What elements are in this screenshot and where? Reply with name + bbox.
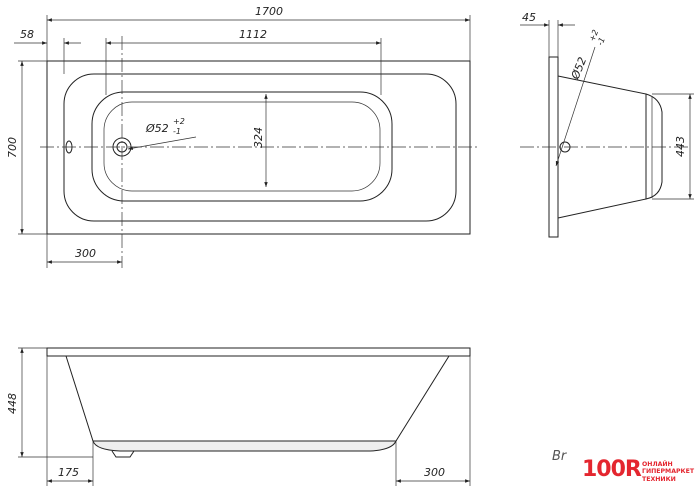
- dim-total-width: 700: [6, 137, 19, 158]
- logo-mark: 100R: [582, 457, 642, 482]
- dim-rim-offset: 58: [20, 28, 34, 41]
- dim-side-depth: 443: [674, 136, 687, 157]
- top-view-floor: [91, 91, 393, 202]
- dim-bottom-right-offset: 300: [424, 466, 445, 479]
- logo-line-2: ГИПЕРМАРКЕТ: [642, 468, 695, 476]
- logo-line-1: ОНЛАЙН: [642, 461, 673, 468]
- dim-inner-length: 1112: [239, 28, 267, 41]
- top-view: 1700 1112 58 700 324 Ø52 +2 -1 300: [6, 5, 478, 268]
- dim-side-drain-tolerance-upper: +2: [588, 28, 601, 42]
- dim-drain-diameter: Ø52: [145, 122, 169, 135]
- front-view: 448 175 300: [6, 347, 471, 486]
- front-view-body: [65, 355, 450, 442]
- dim-side-drain-tolerance-lower: -1: [596, 36, 607, 47]
- side-view: 45 443 Ø52 +2 -1: [520, 11, 694, 238]
- logo-text: ОНЛАЙН ГИПЕРМАРКЕТ ТЕХНИКИ: [642, 461, 694, 483]
- front-view-rim: [46, 347, 471, 357]
- side-view-bottom-cap: [645, 93, 663, 200]
- side-drain-leader: [555, 46, 596, 167]
- dim-height: 448: [6, 393, 19, 414]
- drain-leader: [127, 136, 197, 150]
- logo-line-3: ТЕХНИКИ: [642, 475, 676, 483]
- front-view-foot: [111, 450, 135, 458]
- dim-drain-tolerance-lower: -1: [173, 127, 181, 136]
- dim-drain-offset: 300: [75, 247, 96, 260]
- top-view-floor-inner: [103, 101, 381, 192]
- corner-partial-text: Br: [552, 449, 567, 464]
- front-view-base: [92, 440, 397, 452]
- dim-drain-tolerance-upper: +2: [173, 117, 185, 126]
- brand-logo: 100R ОНЛАЙН ГИПЕРМАРКЕТ ТЕХНИКИ: [578, 456, 696, 486]
- dim-rim-thickness: 45: [522, 11, 536, 24]
- dim-side-drain-diameter: Ø52: [568, 55, 589, 82]
- dim-inner-width: 324: [252, 127, 265, 148]
- dim-total-length: 1700: [255, 5, 283, 18]
- dim-bottom-left-offset: 175: [58, 466, 79, 479]
